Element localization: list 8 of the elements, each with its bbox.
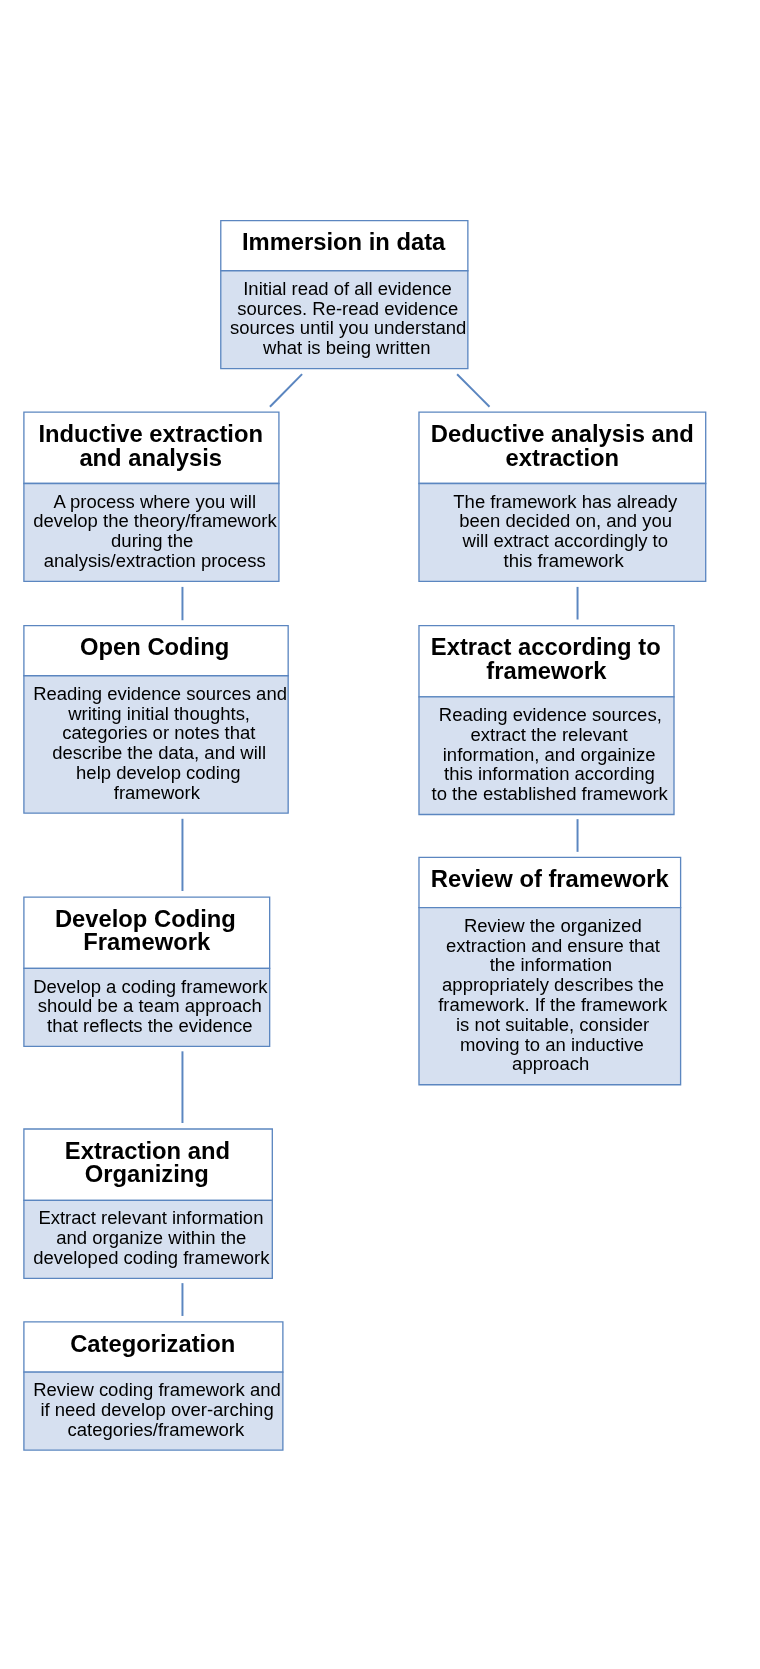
connector bbox=[181, 585, 184, 621]
connector bbox=[576, 817, 579, 853]
connector bbox=[268, 372, 304, 408]
connector bbox=[456, 372, 491, 408]
connector bbox=[576, 585, 579, 620]
connector bbox=[181, 1049, 184, 1124]
connector bbox=[181, 817, 184, 892]
connector bbox=[181, 1281, 184, 1317]
